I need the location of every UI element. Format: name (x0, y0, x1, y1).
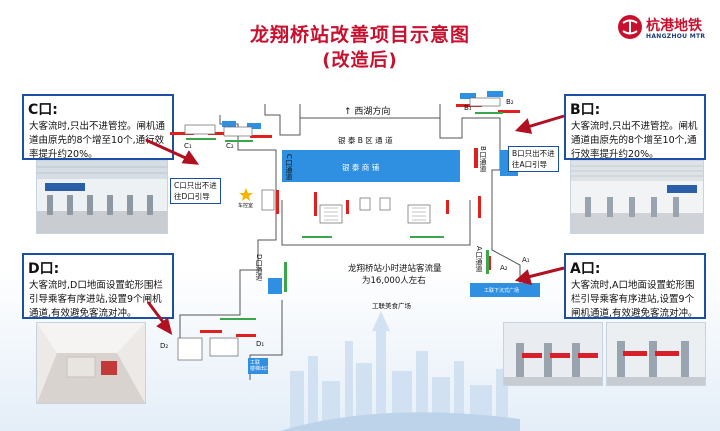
fence-right-1 (446, 200, 449, 214)
gate-block-d1 (177, 337, 203, 361)
corridor-b-label: 银 泰 B 区 通 道 (338, 136, 393, 145)
callout-c-heading: C口: (28, 102, 58, 118)
sign-b2 (487, 91, 503, 97)
exit-b2-label: B₂ (506, 98, 514, 106)
callout-c-body: 大客流时,只出不进管控。闸机通道由原先的8个增至10个,通行效率提升约20%。 (29, 121, 166, 160)
city-skyline-decoration (280, 311, 520, 431)
gate-block-b (469, 97, 501, 107)
photo-exit-d-corridor (36, 322, 146, 404)
gonglian-square-label: 工联下沉式广场 (484, 288, 520, 294)
gate-green-b1 (475, 112, 503, 114)
arrow-a-head (514, 269, 533, 286)
gonglian-building-label: 工联 楼梯出口 (250, 360, 271, 372)
fence-c-west (276, 190, 279, 214)
photo-exit-c-gates (36, 160, 168, 234)
fence-a (488, 256, 491, 270)
sign-b1 (460, 93, 476, 99)
sign-c1 (222, 121, 236, 127)
arrow-a (523, 266, 565, 280)
callout-exit-b: B口: 大客流时,只出不进管控。闸机通道由原先的8个增至10个,通行效率提升约2… (564, 94, 706, 160)
gate-bar-b2 (498, 110, 520, 113)
gate-green-a (486, 250, 489, 274)
mtr-logo-icon (618, 15, 642, 39)
corridor-a-label: A口通道 (475, 246, 483, 272)
exit-a2-label: A₂ (500, 264, 508, 272)
arrow-d-head (156, 317, 173, 335)
arrow-b-head (514, 118, 533, 134)
gate-bar-c3 (250, 135, 272, 138)
control-room-label: 车控室 (238, 203, 254, 209)
yintai-shop-label: 银 泰 商 铺 (342, 163, 380, 172)
callout-b-heading: B口: (570, 102, 601, 118)
arrow-b (523, 114, 565, 130)
pillar-1 (359, 197, 371, 211)
gate-green-d1 (220, 318, 256, 320)
hangzhou-mtr-logo: 杭港地铁 HANGZHOU MTR (617, 14, 717, 46)
callout-a-heading: A口: (570, 261, 601, 277)
gate-green-s1 (302, 236, 332, 238)
logo-english-text: HANGZHOU MTR (646, 33, 706, 40)
photo-exit-b-gates (570, 160, 704, 234)
exit-a1-label: A₁ (522, 256, 530, 264)
control-room-box (261, 189, 275, 211)
exit-c2-label: C₂ (226, 142, 234, 150)
callout-exit-a: A口: 大客流时,A口地面设置蛇形围栏引导乘客有序进站,设置9个闸机通道,有效避… (564, 253, 706, 319)
callout-d-body: 大客流时,D口地面设置蛇形围栏引导乘客有序进站,设置9个闸机通道,有效避免客流对… (29, 280, 163, 319)
outline-north-east (264, 104, 521, 292)
callout-a-body: 大客流时,A口地面设置蛇形围栏引导乘客有序进站,设置9个闸机通道,有效避免客流对… (571, 280, 698, 319)
gate-bar-b1 (456, 104, 482, 107)
fence-right-2 (478, 196, 481, 218)
gate-bar-d2 (236, 334, 256, 337)
gate-block-c2 (223, 126, 253, 137)
gate-bar-d1 (200, 330, 222, 333)
logo-chinese-text: 杭港地铁 (646, 18, 702, 34)
note-exit-c: C口只出不进 往D口引导 (170, 178, 221, 204)
yintai-shop-area (300, 150, 460, 182)
corridor-c-block (282, 150, 300, 182)
arrow-c (145, 138, 191, 162)
callout-d-heading: D口: (28, 261, 60, 277)
gate-green-c1 (186, 138, 216, 140)
flow-label-line1: 龙翔桥站小时进站客流量 (348, 264, 442, 274)
outline-concourse-south (281, 200, 471, 246)
exit-d1-label: D₁ (256, 340, 265, 348)
arrow-c-head (181, 150, 200, 165)
pillar-2 (379, 197, 391, 211)
corridor-b-side-label: B口通道 (479, 146, 487, 172)
gate-bar-c2 (208, 132, 234, 135)
gate-block-d2 (209, 337, 239, 357)
gate-green-s2 (410, 236, 444, 238)
sign-c2 (247, 123, 261, 129)
note-exit-b: B口只出不进 往A口引导 (508, 146, 559, 172)
flow-label-line2: 为16,000人左右 (362, 276, 426, 286)
gate-green-c2 (225, 140, 253, 142)
gate-block-c1 (184, 124, 216, 135)
corridor-c-label: C口通道 (285, 154, 293, 180)
gate-block-sw (319, 204, 343, 224)
exit-d2-label: D₂ (160, 342, 169, 350)
callout-exit-c: C口: 大客流时,只出不进管控。闸机通道由原先的8个增至10个,通行效率提升约2… (22, 94, 174, 160)
gate-block-se (407, 204, 431, 224)
exit-b1-label: B₁ (464, 104, 472, 112)
corridor-d-label: D口通道 (255, 254, 263, 281)
direction-label: ↑ 西湖方向 (344, 107, 391, 117)
gate-bar-c1 (170, 132, 194, 135)
stair-exit-box (248, 358, 268, 374)
exit-c1-label: C₁ (184, 142, 192, 150)
gate-green-d-vertical (284, 262, 287, 292)
gonglian-square-box (470, 283, 540, 297)
callout-exit-d: D口: 大客流时,D口地面设置蛇形围栏引导乘客有序进站,设置9个闸机通道,有效避… (22, 253, 174, 319)
photo-exit-a-gates-right (606, 322, 706, 386)
gate-bar-b-side (474, 148, 478, 168)
food-plaza-label: 工联美食广场 (372, 302, 411, 310)
fence-left-2 (346, 200, 349, 214)
gonglian-building-box (268, 278, 282, 294)
fence-left-1 (314, 192, 317, 216)
page-subtitle: (改造后) (322, 50, 398, 71)
control-room-star-icon (239, 188, 253, 201)
photo-exit-a-gates-left (503, 322, 603, 386)
page-title: 龙翔桥站改善项目示意图 (249, 24, 470, 46)
callout-b-body: 大客流时,只出不进管控。闸机通道由原先的8个增至10个,通行效率提升约20%。 (571, 121, 698, 160)
